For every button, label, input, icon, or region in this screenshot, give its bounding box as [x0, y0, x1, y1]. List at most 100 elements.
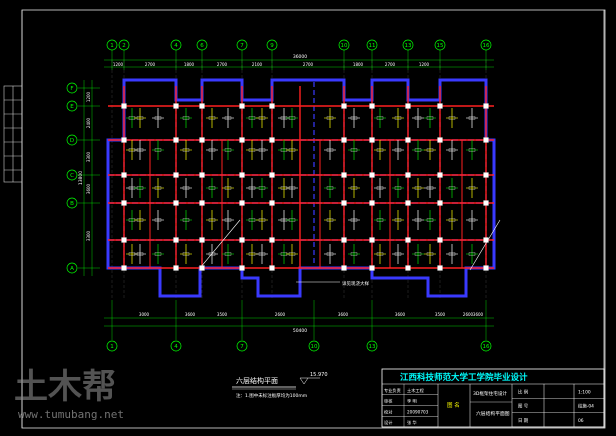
grid-bubble-left: E	[70, 104, 74, 110]
column	[437, 265, 443, 271]
callout: 详见现浇大样	[296, 280, 369, 287]
column	[199, 137, 205, 143]
grid-bubble-top: 6	[200, 43, 204, 49]
rebar-label-box	[154, 116, 162, 120]
title-block-right-value: 结施-04	[578, 403, 594, 410]
column	[483, 172, 489, 178]
column	[173, 172, 179, 178]
stair-diagonal	[469, 219, 501, 271]
rebar-label-box	[248, 186, 256, 190]
grid-bubble-bottom-ring	[308, 340, 320, 352]
column	[405, 265, 411, 271]
column	[341, 200, 347, 206]
column	[437, 200, 443, 206]
dim-label-bottom: 3600	[185, 312, 196, 317]
dim-label-left: 2400	[86, 117, 91, 128]
rebar-label-box	[448, 218, 456, 222]
rebar-label-box	[468, 186, 476, 190]
dim-label-bottom: 2600	[275, 312, 286, 317]
callout-text: 详见现浇大样	[342, 280, 369, 287]
grid-bubble-left-ring	[66, 100, 78, 112]
dim-label-bottom: 3500	[217, 312, 228, 317]
grid-bubble-left: D	[70, 138, 74, 144]
grid-bubble-top-ring	[402, 39, 414, 51]
grid-bubble-left: F	[70, 86, 73, 92]
rebar-label-box	[248, 148, 256, 152]
grid-bubble-bottom-ring	[480, 340, 492, 352]
dim-label-bottom: 3500	[435, 312, 446, 317]
grid-bubble-top: 10	[341, 43, 348, 49]
column	[483, 103, 489, 109]
column	[369, 200, 375, 206]
column	[269, 265, 275, 271]
column	[121, 172, 127, 178]
grid-bubble-top-ring	[118, 39, 130, 51]
column	[369, 265, 375, 271]
column	[483, 237, 489, 243]
column	[239, 137, 245, 143]
dim-label-bottom: 3600	[395, 312, 406, 317]
rebar-label-box	[394, 186, 402, 190]
dim-label-bottom: 3600	[473, 312, 484, 317]
column	[341, 172, 347, 178]
columns	[121, 103, 489, 271]
column	[405, 137, 411, 143]
column	[173, 265, 179, 271]
watermark-url: www.tumubang.net	[18, 408, 124, 421]
rebar-label-box	[224, 148, 232, 152]
grid-bubble-left-ring	[66, 82, 78, 94]
rebar-label-box	[258, 186, 266, 190]
rebar-label-box	[208, 252, 216, 256]
rebar-label-box	[394, 116, 402, 120]
rebar-label-box	[288, 252, 296, 256]
rebar-label-box	[426, 218, 434, 222]
title-block-row-label: 设计	[384, 419, 392, 426]
plan-title-group: 六层结构平面 15.970 注：1.图中未标注板厚均为100mm	[232, 372, 328, 399]
column	[239, 172, 245, 178]
column	[173, 103, 179, 109]
column	[121, 265, 127, 271]
column	[483, 200, 489, 206]
rebar-label-box	[154, 252, 162, 256]
title-block-row-value: 张 华	[407, 419, 417, 426]
column	[369, 103, 375, 109]
dim-label-top: 2700	[145, 62, 156, 67]
column	[269, 103, 275, 109]
rebar-label-box	[448, 116, 456, 120]
column	[369, 237, 375, 243]
dim-label-top: 1200	[113, 62, 124, 67]
rebar-label-box	[154, 186, 162, 190]
rebar-label-box	[154, 218, 162, 222]
column	[483, 265, 489, 271]
rebar-label-box	[326, 252, 334, 256]
grid-bubble-bottom: 13	[369, 344, 376, 350]
column	[199, 200, 205, 206]
grid-bubble-top: 1	[110, 43, 114, 49]
rebar-label-box	[376, 148, 384, 152]
binding-strip	[3, 85, 23, 183]
grid-bubble-top: 11	[369, 43, 376, 49]
dim-label-top: 1800	[353, 62, 364, 67]
rebar-label-box	[414, 148, 422, 152]
rebar-label-box	[288, 186, 296, 190]
rebar-label-box	[468, 148, 476, 152]
rebar-label-box	[350, 116, 358, 120]
column	[269, 137, 275, 143]
rebar-label-box	[258, 252, 266, 256]
rebar-label-box	[414, 186, 422, 190]
elevation-label: 15.970	[310, 372, 328, 378]
rebar-label-box	[426, 116, 434, 120]
title-block-right-value: 1:100	[578, 389, 591, 395]
title-block-row-value: 李 明	[407, 398, 417, 405]
rebar-label-box	[208, 218, 216, 222]
rebar-label-box	[182, 252, 190, 256]
rebar-label-box	[288, 218, 296, 222]
dim-label-bottom: 3000	[139, 312, 150, 317]
grid-bubble-bottom: 4	[174, 344, 178, 350]
rebar-label-box	[182, 148, 190, 152]
